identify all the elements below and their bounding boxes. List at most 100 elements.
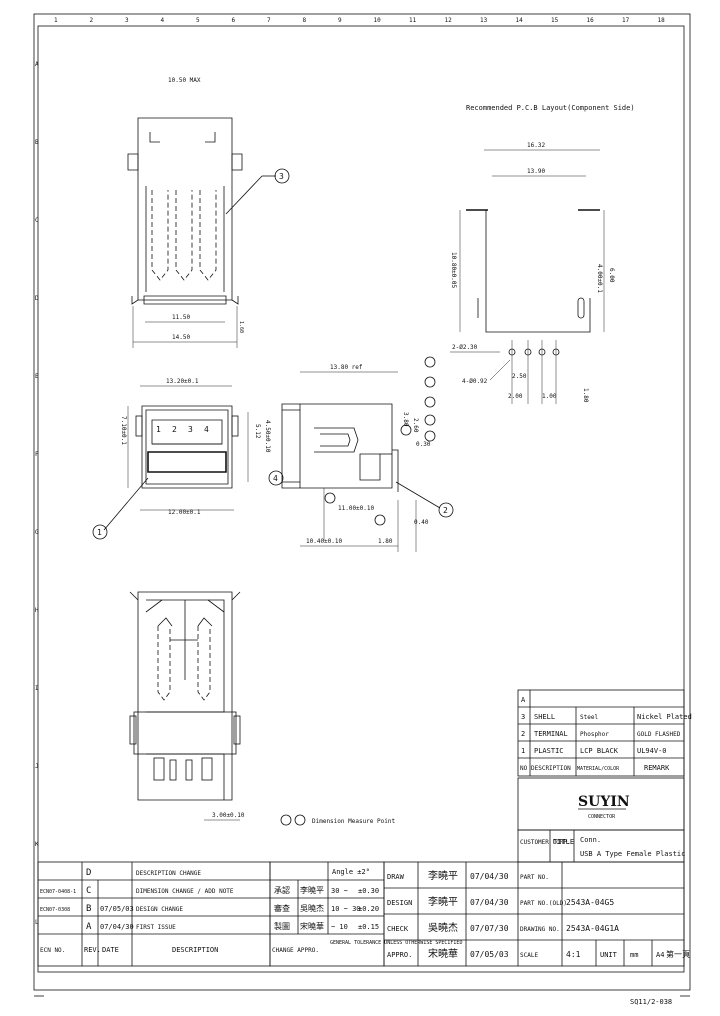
pcb-layout: Recommended P.C.B Layout(Component Side)… (450, 104, 635, 404)
dim-side-tab: 0.40 (414, 519, 429, 526)
customer-label: CUSTOMER CORP. (520, 839, 571, 846)
border-number-11: 11 (409, 17, 417, 24)
pin-2: 2 (172, 425, 177, 434)
border-number-1: 1 (54, 17, 58, 24)
tb-label-2: CHECK (387, 925, 409, 933)
border-number-8: 8 (303, 17, 307, 24)
tb-field-1: PART NO.(OLD) (520, 900, 567, 907)
tb-field-0: PART NO. (520, 874, 549, 881)
tol-dept-name-0: 李曉平 (300, 885, 324, 895)
border-letter-E: E (35, 373, 39, 380)
front-view: 13.20±0.1 1 2 3 4 7.10±0.1 5.12 4.50±0.1… (92, 378, 271, 540)
rev-hdr-desc: DESCRIPTION (172, 946, 218, 954)
dim-bottom: 3.00±0.10 (212, 812, 245, 819)
part-2-desc: TERMINAL (534, 730, 568, 738)
dim-pcb-pitch3: 1.00 (542, 393, 557, 400)
border-letter-A: A (35, 61, 39, 68)
parts-hdr-mat: MATERIAL/COLOR (577, 766, 620, 772)
border-letter-H: H (35, 607, 39, 614)
dim-pcb-vert-left: 10.80±0.05 (450, 252, 457, 289)
tb-label-0: DRAW (387, 873, 405, 881)
tb-label-3: APPRO. (387, 951, 412, 959)
dim-pcb-top-outer: 16.32 (527, 142, 545, 149)
tb-value-1: 2543A-04G5 (566, 898, 614, 907)
title-block-rows: DRAW 李曉平 07/04/30 PART NO. DESIGN 李曉平 07/04/30… (387, 869, 619, 960)
dim-side-bottom1: 10.40±0.10 (306, 538, 343, 545)
tb-value-2: 2543A-04G1A (566, 924, 619, 933)
rev-hdr-ecn: ECN NO. (40, 947, 65, 954)
border-number-16: 16 (587, 17, 595, 24)
border-letter-I: I (35, 685, 39, 692)
part-3-no: 3 (521, 713, 525, 721)
dim-pcb-side: 1.80 (582, 388, 589, 403)
unit-label: UNIT (600, 951, 618, 959)
part-3-remark: Nickel Plated (637, 713, 692, 721)
dim-pcb-pitch2: 2.00 (508, 393, 523, 400)
border-number-6: 6 (232, 17, 236, 24)
rev-letter-2: B (86, 904, 91, 914)
tb-date-1: 07/04/30 (470, 898, 509, 907)
border-letter-B: B (35, 139, 39, 146)
border-number-7: 7 (267, 17, 271, 24)
pcb-title: Recommended P.C.B Layout(Component Side) (466, 104, 635, 112)
rev-ecn-2: ECN07-0308 (40, 907, 70, 913)
title-label: TITLE (553, 838, 574, 846)
dim-outer: 14.50 (172, 334, 190, 341)
tb-label-1: DESIGN (387, 899, 412, 907)
rev-hdr-change: CHANGE APPRO. (272, 947, 319, 954)
tol-dept-1: 審查 (274, 903, 290, 913)
outer-border (33, 13, 691, 991)
part-3-desc: SHELL (534, 713, 555, 721)
part-2-mat: Phosphor (580, 731, 609, 738)
side-view: 13.80 ref 3.80 2.60 0.30 11.00±0.10 10.4… (268, 356, 454, 552)
rev-hdr-date: DATE (102, 946, 119, 954)
border-letter-D: D (35, 295, 39, 302)
parts-hdr-remark: REMARK (644, 764, 670, 772)
border-number-10: 10 (374, 17, 382, 24)
dim-side-top: 13.80 ref (330, 364, 363, 371)
company-logo-sub: CONNECTOR (588, 814, 616, 820)
part-2-no: 2 (521, 730, 525, 738)
border-number-13: 13 (480, 17, 488, 24)
parts-hdr-desc: DESCRIPTION (531, 765, 571, 772)
tb-name-1: 李曉平 (428, 895, 458, 908)
balloon-4: 4 (273, 474, 278, 483)
tol-range-1: 10 ~ 30 (331, 905, 361, 913)
tol-header: Angle ±2° (332, 868, 370, 876)
tb-name-0: 李曉平 (428, 869, 458, 882)
dim-front-bottom: 12.00±0.1 (168, 509, 201, 516)
rev-desc-0: DESCRIPTION CHANGE (136, 870, 201, 877)
tol-range-2: ~ 10 (331, 923, 348, 931)
border-letter-L: L (35, 919, 39, 926)
tol-dept-2: 製圖 (274, 921, 290, 931)
tol-dept-0: 承認 (274, 885, 290, 895)
tb-name-3: 宋曉華 (428, 947, 458, 960)
tb-field-2: DRAWING NO. (520, 926, 560, 933)
rev-desc-1: DIMENSION CHANGE / ADD NOTE (136, 888, 234, 895)
border-letter-C: C (35, 217, 39, 224)
top-view: 10.50 MAX 3 11.50 14.50 1.60 (127, 77, 290, 348)
border-number-2: 2 (90, 17, 94, 24)
pin-3: 3 (188, 425, 193, 434)
dim-pcb-top-inner: 13.90 (527, 168, 545, 175)
pin-1: 1 (156, 425, 161, 434)
tb-date-0: 07/04/30 (470, 872, 509, 881)
part-1-no: 1 (521, 747, 525, 755)
dim-inner: 11.50 (172, 314, 190, 321)
tol-range-0: 30 ~ (331, 887, 348, 895)
part-3-mat: Steel (580, 714, 598, 721)
dim-pcb-hole: 2-Ø2.30 (452, 344, 478, 351)
rev-letter-1: C (86, 886, 91, 896)
rev-desc-2: DESIGN CHANGE (136, 906, 183, 913)
border-number-3: 3 (125, 17, 129, 24)
dim-pcb-vert-right1: 4.00±0.1 (596, 264, 603, 293)
title-line1: Conn. (580, 836, 601, 844)
pin-labels: 1 2 3 4 (156, 425, 209, 434)
balloon-1: 1 (97, 528, 102, 537)
tb-name-2: 吳曉杰 (428, 922, 458, 934)
paper-size: A4 (656, 951, 664, 959)
rev-date-2: 07/05/03 (100, 905, 134, 913)
